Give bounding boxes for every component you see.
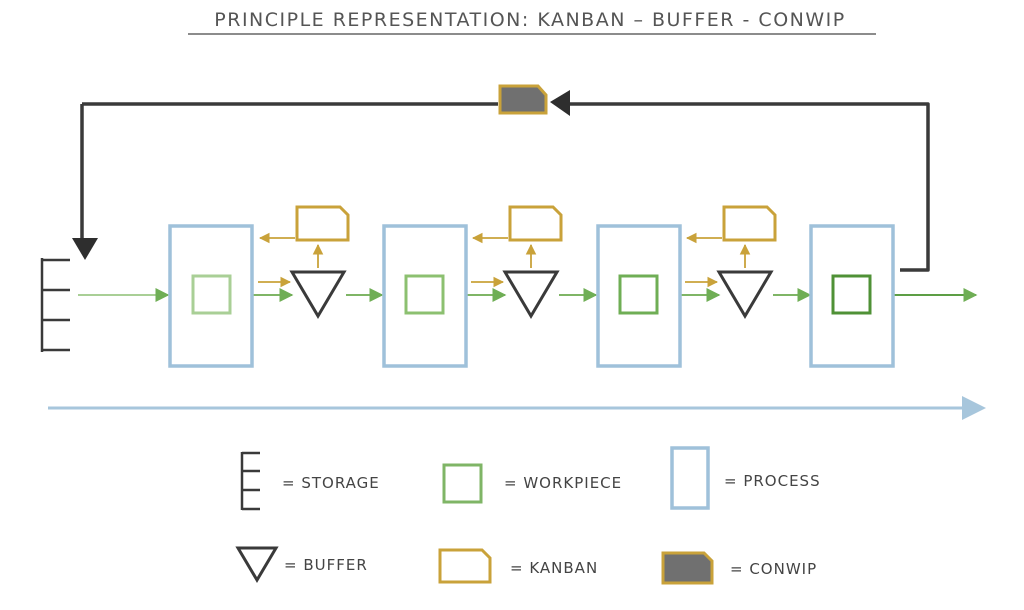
process-2: [382, 224, 468, 368]
buffer-1: [289, 270, 347, 319]
legend-process-label: = PROCESS: [724, 472, 821, 490]
page-title: PRINCIPLE REPRESENTATION: KANBAN – BUFFE…: [214, 9, 845, 31]
workpiece-3: [618, 274, 659, 315]
legend-workpiece-icon: [442, 463, 483, 504]
legend-storage-label: = STORAGE: [282, 474, 380, 492]
process-1: [168, 224, 254, 368]
legend-storage-icon: [240, 451, 260, 511]
kanban-loop-3: [685, 205, 777, 288]
legend-workpiece-label: = WORKPIECE: [504, 474, 622, 492]
kanban-card-3: [722, 205, 777, 242]
conwip-card: [498, 84, 548, 115]
workpiece-4: [831, 274, 872, 315]
kanban-loop-2: [471, 205, 563, 288]
conwip-loop-line: [568, 102, 930, 272]
process-flow-arrow: [48, 396, 986, 420]
workpiece-2: [404, 274, 445, 315]
process-4: [809, 224, 895, 368]
conwip-loop-arrowhead-down: [72, 238, 98, 260]
legend-buffer-icon: [235, 546, 279, 583]
kanban-loop-1: [258, 205, 350, 288]
process-3: [596, 224, 682, 368]
kanban-card-1: [295, 205, 350, 242]
storage-symbol: [40, 258, 70, 352]
buffer-3: [716, 270, 774, 319]
legend-kanban-icon: [438, 548, 492, 584]
workpiece-1: [191, 274, 232, 315]
legend: = STORAGE = WORKPIECE = PROCESS = BUFFER…: [235, 446, 821, 585]
legend-kanban-label: = KANBAN: [510, 559, 598, 577]
kanban-card-2: [508, 205, 563, 242]
buffer-2: [502, 270, 560, 319]
conwip-loop: [72, 84, 930, 272]
legend-conwip-icon: [661, 551, 714, 585]
legend-process-icon: [670, 446, 710, 510]
conwip-loop-arrowhead: [550, 90, 570, 116]
legend-buffer-label: = BUFFER: [284, 556, 368, 574]
legend-conwip-label: = CONWIP: [730, 560, 817, 578]
